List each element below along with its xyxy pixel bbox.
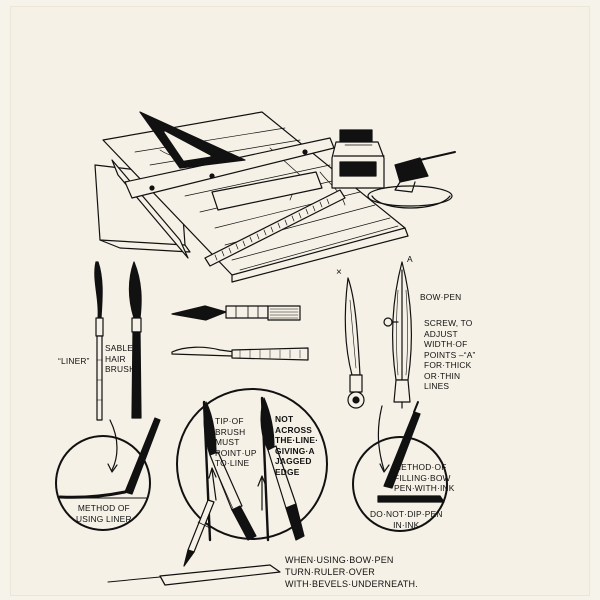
x-mark-label: ×: [336, 267, 343, 278]
bow-pen-illustration: [383, 261, 412, 409]
screw-adjust-label: SCREW, TO ADJUST WIDTH·OF POINTS –“A” FO…: [424, 318, 476, 391]
brush-tip-circle: [176, 388, 328, 542]
not-across-line-label: NOT ACROSS THE·LINE· GIVING·A JAGGED EDG…: [275, 414, 319, 477]
method-filling-label: METHOD·OF FILLING·BOW PEN·WITH·INK: [394, 462, 455, 493]
liner-brush-illustration: [94, 261, 104, 421]
method-using-liner-label: METHOD OF USING LINER: [76, 503, 132, 524]
liner-label: “LINER”: [58, 356, 90, 366]
ruler-bevel-note: WHEN·USING·BOW·PEN TURN·RULER·OVER WITH·…: [285, 555, 418, 589]
ruler-bevel-illustration: [107, 499, 281, 586]
tip-of-brush-label: TIP·OF BRUSH MUST POINT·UP TO·LINE: [215, 416, 257, 468]
ink-bottle-illustration: [331, 129, 456, 209]
a-mark-label: A: [407, 254, 413, 264]
sable-hair-brush-label: SABLE HAIR BRUSH: [105, 343, 136, 374]
do-not-dip-label: DO·NOT·DIP·PEN IN·INK: [370, 509, 443, 530]
scraper-tools-illustration: [171, 305, 309, 361]
liner-method-circle: [55, 417, 161, 531]
sable-brush-illustration: [128, 261, 142, 419]
drawing-board-illustration: [94, 111, 409, 283]
knife-illustration: [344, 277, 365, 409]
filling-bow-pen-circle: [352, 401, 448, 532]
bow-pen-label: BOW·PEN: [420, 292, 462, 302]
